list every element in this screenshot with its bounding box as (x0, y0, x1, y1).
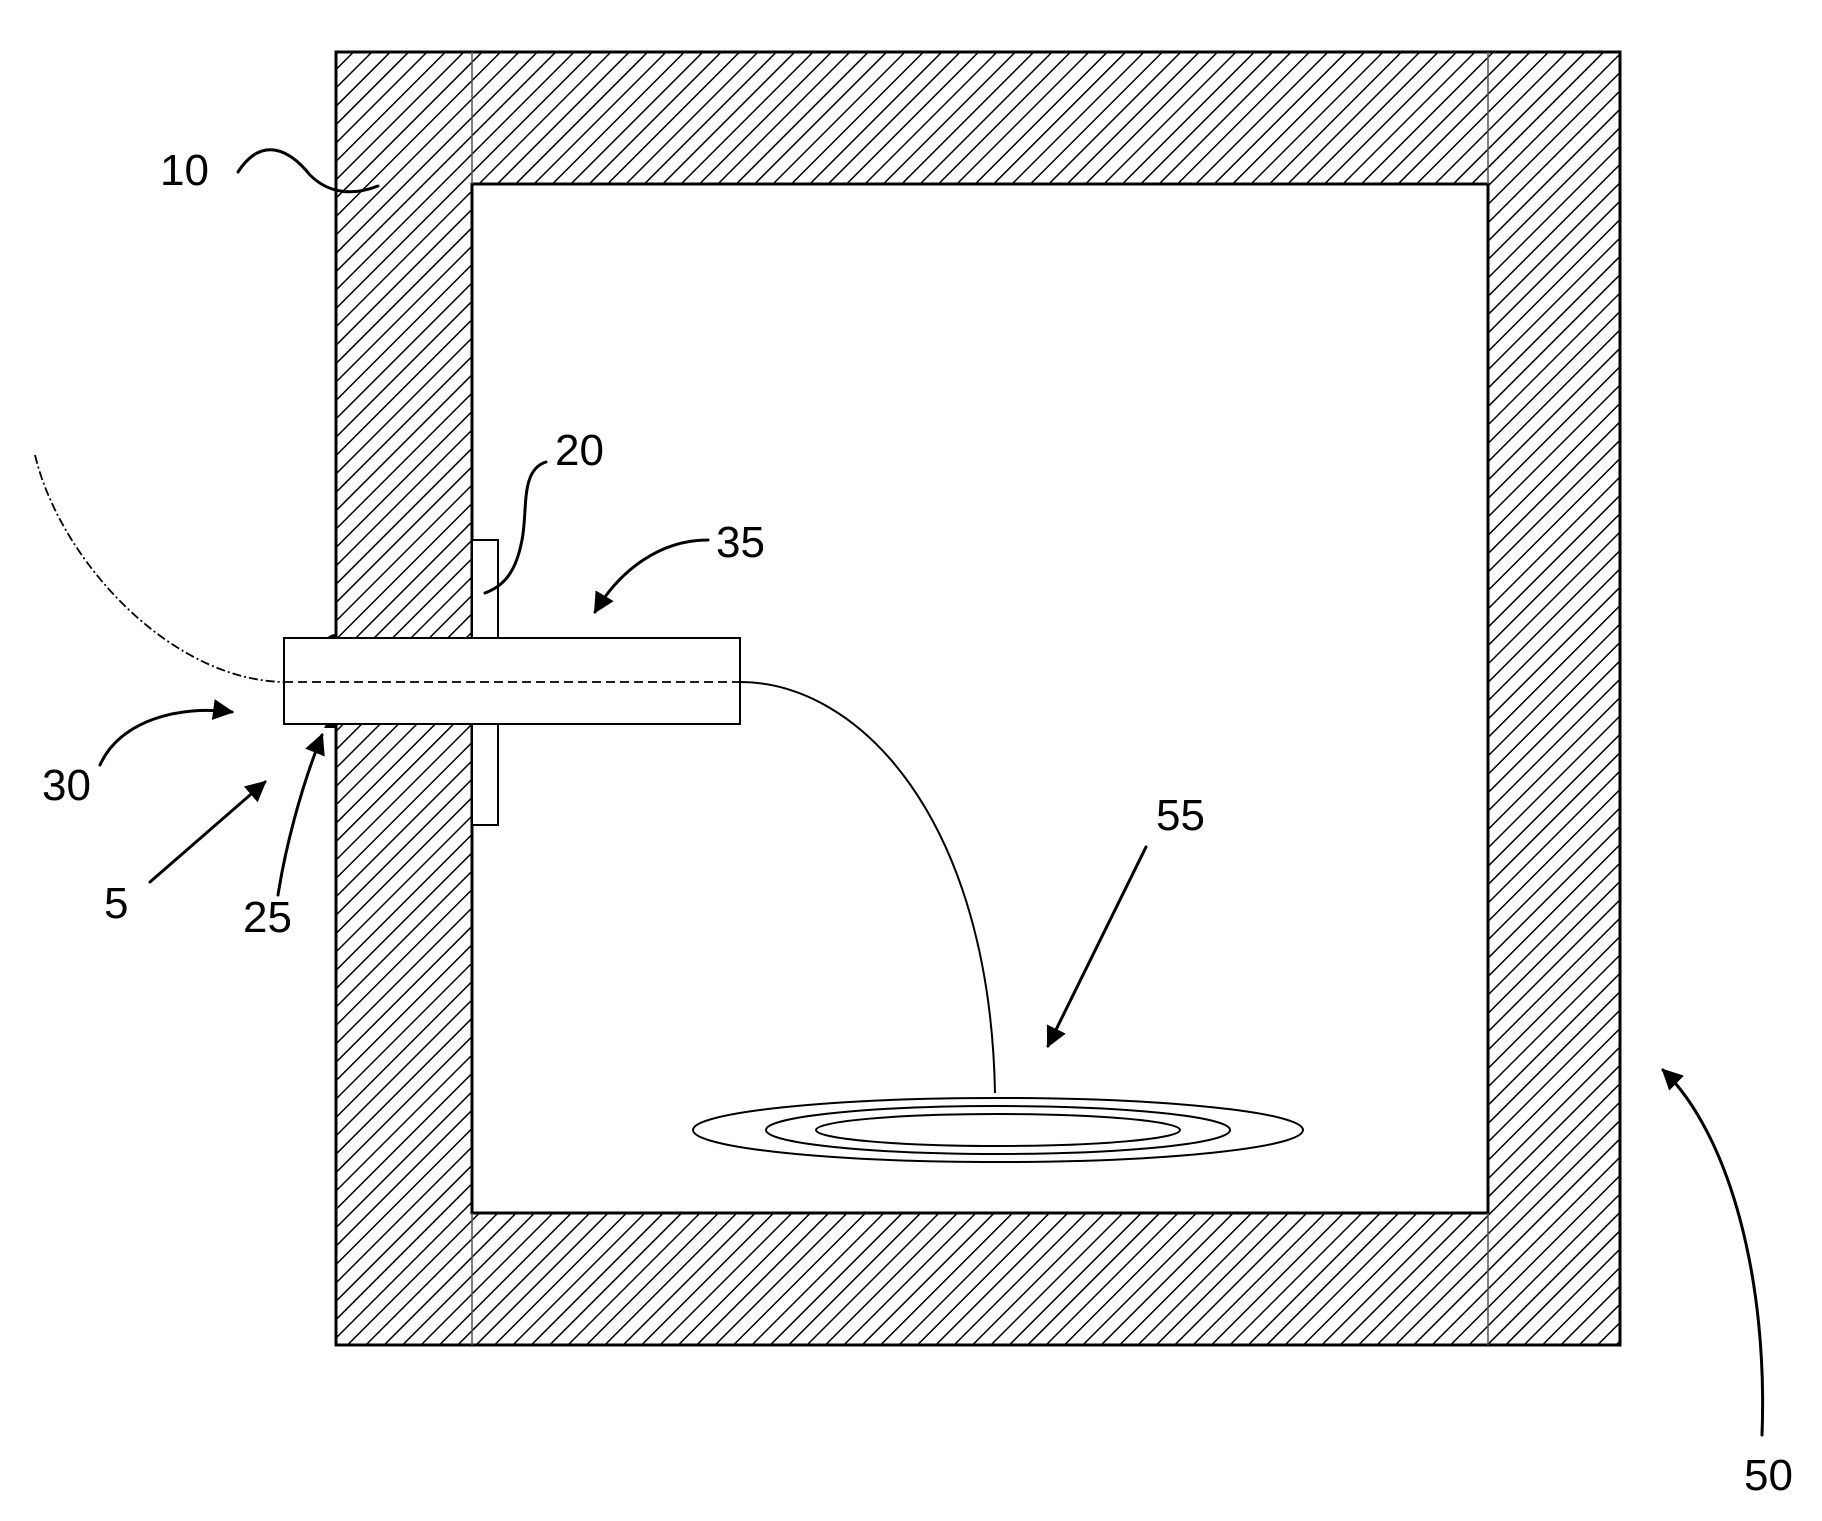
arrow-55 (1048, 847, 1146, 1046)
arrow-25 (278, 735, 322, 895)
external-cable (35, 455, 284, 682)
label-10: 10 (160, 146, 209, 195)
label-50: 50 (1744, 1451, 1793, 1500)
label-5: 5 (104, 879, 128, 928)
arrow-5 (150, 782, 265, 882)
arrow-35 (595, 540, 708, 612)
tube (284, 638, 740, 724)
coil-ring-inner (816, 1114, 1180, 1146)
internal-cable (740, 682, 995, 1093)
label-30: 30 (42, 761, 91, 810)
coil-ring-outer (693, 1098, 1303, 1162)
label-25: 25 (243, 893, 292, 942)
arrow-30 (100, 710, 232, 765)
label-35: 35 (716, 518, 765, 567)
label-20: 20 (555, 426, 604, 475)
coil (693, 1098, 1303, 1162)
label-55: 55 (1156, 791, 1205, 840)
arrow-50 (1663, 1070, 1763, 1435)
